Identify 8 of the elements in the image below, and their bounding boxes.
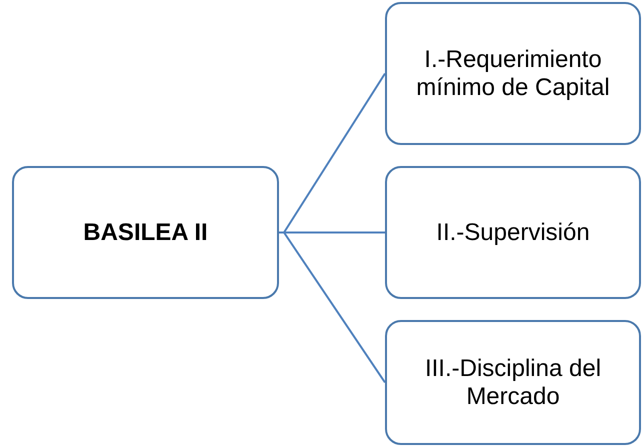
process-box [12, 166, 279, 299]
node-label: II.-Supervisión [436, 218, 590, 246]
process-box [385, 166, 641, 299]
node-label: III.-Disciplina del Mercado [424, 354, 602, 410]
node-label: I.-Requerimiento mínimo de Capital [415, 46, 611, 102]
node-label: BASILEA II [83, 218, 208, 246]
process-box [385, 320, 641, 445]
process-box [385, 2, 641, 145]
